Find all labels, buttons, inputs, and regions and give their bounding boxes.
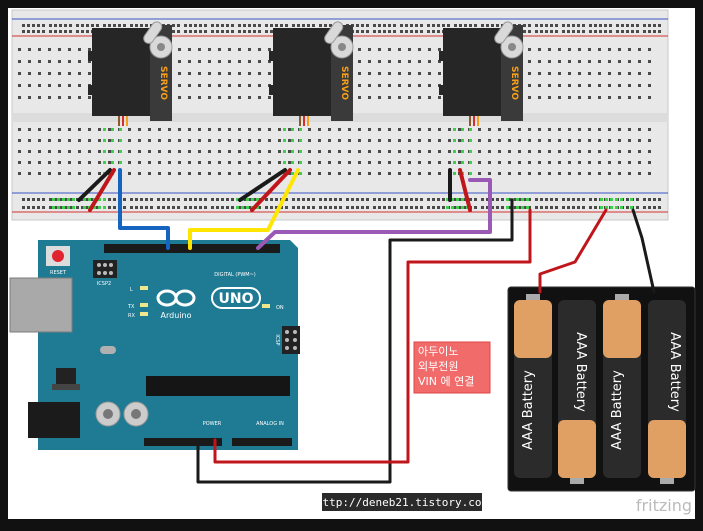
servo1-black-jumper xyxy=(77,168,112,202)
battery-label-1: AAA Battery xyxy=(521,370,536,450)
note-line-3: VIN 에 연결 xyxy=(418,375,474,388)
icsp2-label: ICSP2 xyxy=(97,281,111,287)
reset-button xyxy=(46,246,70,266)
servo-motor-2: SERVO xyxy=(269,21,354,126)
signal-wire-purple xyxy=(256,178,492,250)
analog-header xyxy=(232,438,292,446)
icsp-header xyxy=(282,326,300,354)
note-line-2: 외부전원 xyxy=(418,360,458,373)
reset-label: RESET xyxy=(50,270,67,276)
servo3-red-jumper xyxy=(458,168,472,212)
battery-label-4: AAA Battery xyxy=(667,332,682,412)
servo-label: SERVO xyxy=(339,66,349,100)
icsp2-header xyxy=(93,260,117,278)
battery-label-2: AAA Battery xyxy=(573,332,588,412)
battery-pack: AAA Battery AAA Battery AAA Battery AAA … xyxy=(507,286,696,492)
signal-wire-yellow xyxy=(188,168,300,250)
model-label: UNO xyxy=(219,291,254,307)
servo-motor-3: SERVO xyxy=(439,21,524,126)
analog-label: ANALOG IN xyxy=(256,421,284,427)
battery-label-3: AAA Battery xyxy=(610,370,625,450)
capacitor-1 xyxy=(95,401,121,427)
battery-cell-1 xyxy=(514,294,552,478)
power-label: POWER xyxy=(203,421,222,427)
vin-wire-red xyxy=(213,208,532,464)
arduino-logo xyxy=(156,289,196,307)
signal-wire-blue xyxy=(118,168,170,250)
credit-url: http://deneb21.tistory.com xyxy=(316,496,489,509)
dc-jack xyxy=(28,402,80,438)
battery-red-lead xyxy=(538,208,608,294)
servo-horn xyxy=(494,21,524,59)
note-line-1: 아두이노 xyxy=(418,345,458,358)
servo-motor-1: SERVO xyxy=(88,21,173,126)
tx-led-label: TX xyxy=(127,304,135,310)
icsp-label: ICSP xyxy=(274,334,280,345)
fritzing-watermark: fritzing xyxy=(636,496,692,515)
battery-cell-2 xyxy=(558,300,596,484)
servo1-red-jumper xyxy=(88,168,116,212)
digital-label: DIGITAL (PWM~) xyxy=(214,272,256,278)
arduino-uno-board: RESET ICSP2 DIGITAL (PWM~) L TX RX UNO A… xyxy=(9,240,300,450)
crystal xyxy=(100,346,116,354)
battery-black-lead xyxy=(631,208,656,294)
rx-led-label: RX xyxy=(128,313,135,319)
l-led-label: L xyxy=(130,287,133,293)
ground-wire-arduino xyxy=(196,198,514,484)
digital-header xyxy=(104,244,280,253)
servo-label: SERVO xyxy=(509,66,519,100)
servo-horn xyxy=(143,21,173,59)
servo2-black-jumper xyxy=(238,168,287,202)
usb-connector xyxy=(9,277,73,333)
vin-note: 아두이노 외부전원 VIN 에 연결 xyxy=(413,341,491,394)
atmega-chip xyxy=(146,376,290,396)
capacitor-2 xyxy=(123,401,149,427)
uno-badge: UNO xyxy=(211,287,261,309)
brand-label: Arduino xyxy=(161,311,192,320)
power-header xyxy=(144,438,222,446)
voltage-regulator xyxy=(56,368,76,388)
servo2-red-jumper xyxy=(250,168,292,212)
servo-horn xyxy=(324,21,354,59)
on-led-label: ON xyxy=(276,305,284,311)
battery-cell-3 xyxy=(603,294,641,478)
servo-label: SERVO xyxy=(158,66,168,100)
battery-cell-4 xyxy=(648,300,686,484)
wires xyxy=(77,168,656,484)
credit-box: http://deneb21.tistory.com xyxy=(316,493,489,511)
